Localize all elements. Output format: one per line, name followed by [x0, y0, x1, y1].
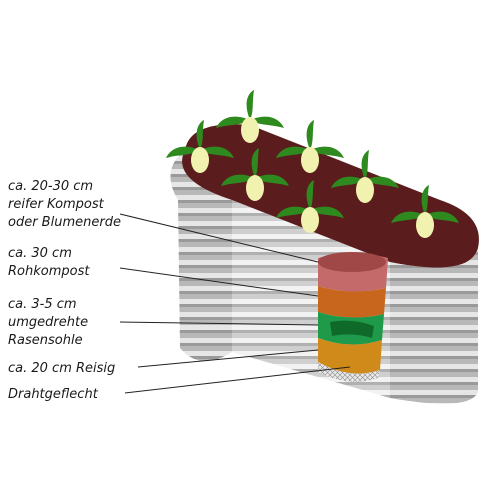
label-topsoil: ca. 20-30 cm reifer Kompost oder Blumene… [8, 179, 121, 230]
bed-right-end [390, 248, 478, 404]
label-wire-mesh: Drahtgeflecht [8, 387, 98, 402]
leader-lines [119, 213, 351, 394]
bed-left-end [170, 150, 232, 362]
label-raw-compost: ca. 30 cm Rohkompost [8, 246, 90, 279]
label-sod: ca. 3-5 cm umgedrehte Rasensohle [8, 297, 89, 348]
layer-raw-compost [318, 286, 386, 318]
leader-raw-compost [119, 267, 319, 297]
layer-topsoil-rim [318, 252, 386, 272]
leader-topsoil [119, 213, 319, 263]
label-brushwood: ca. 20 cm Reisig [8, 361, 116, 376]
layer-wire-mesh [318, 362, 380, 382]
leader-brushwood [137, 349, 319, 368]
leader-wire-mesh [124, 366, 351, 394]
leader-sod [119, 321, 319, 326]
layer-brushwood [318, 338, 382, 374]
plants [166, 90, 459, 238]
layer-sod-inner [330, 320, 374, 338]
cutaway-layers [318, 252, 388, 382]
